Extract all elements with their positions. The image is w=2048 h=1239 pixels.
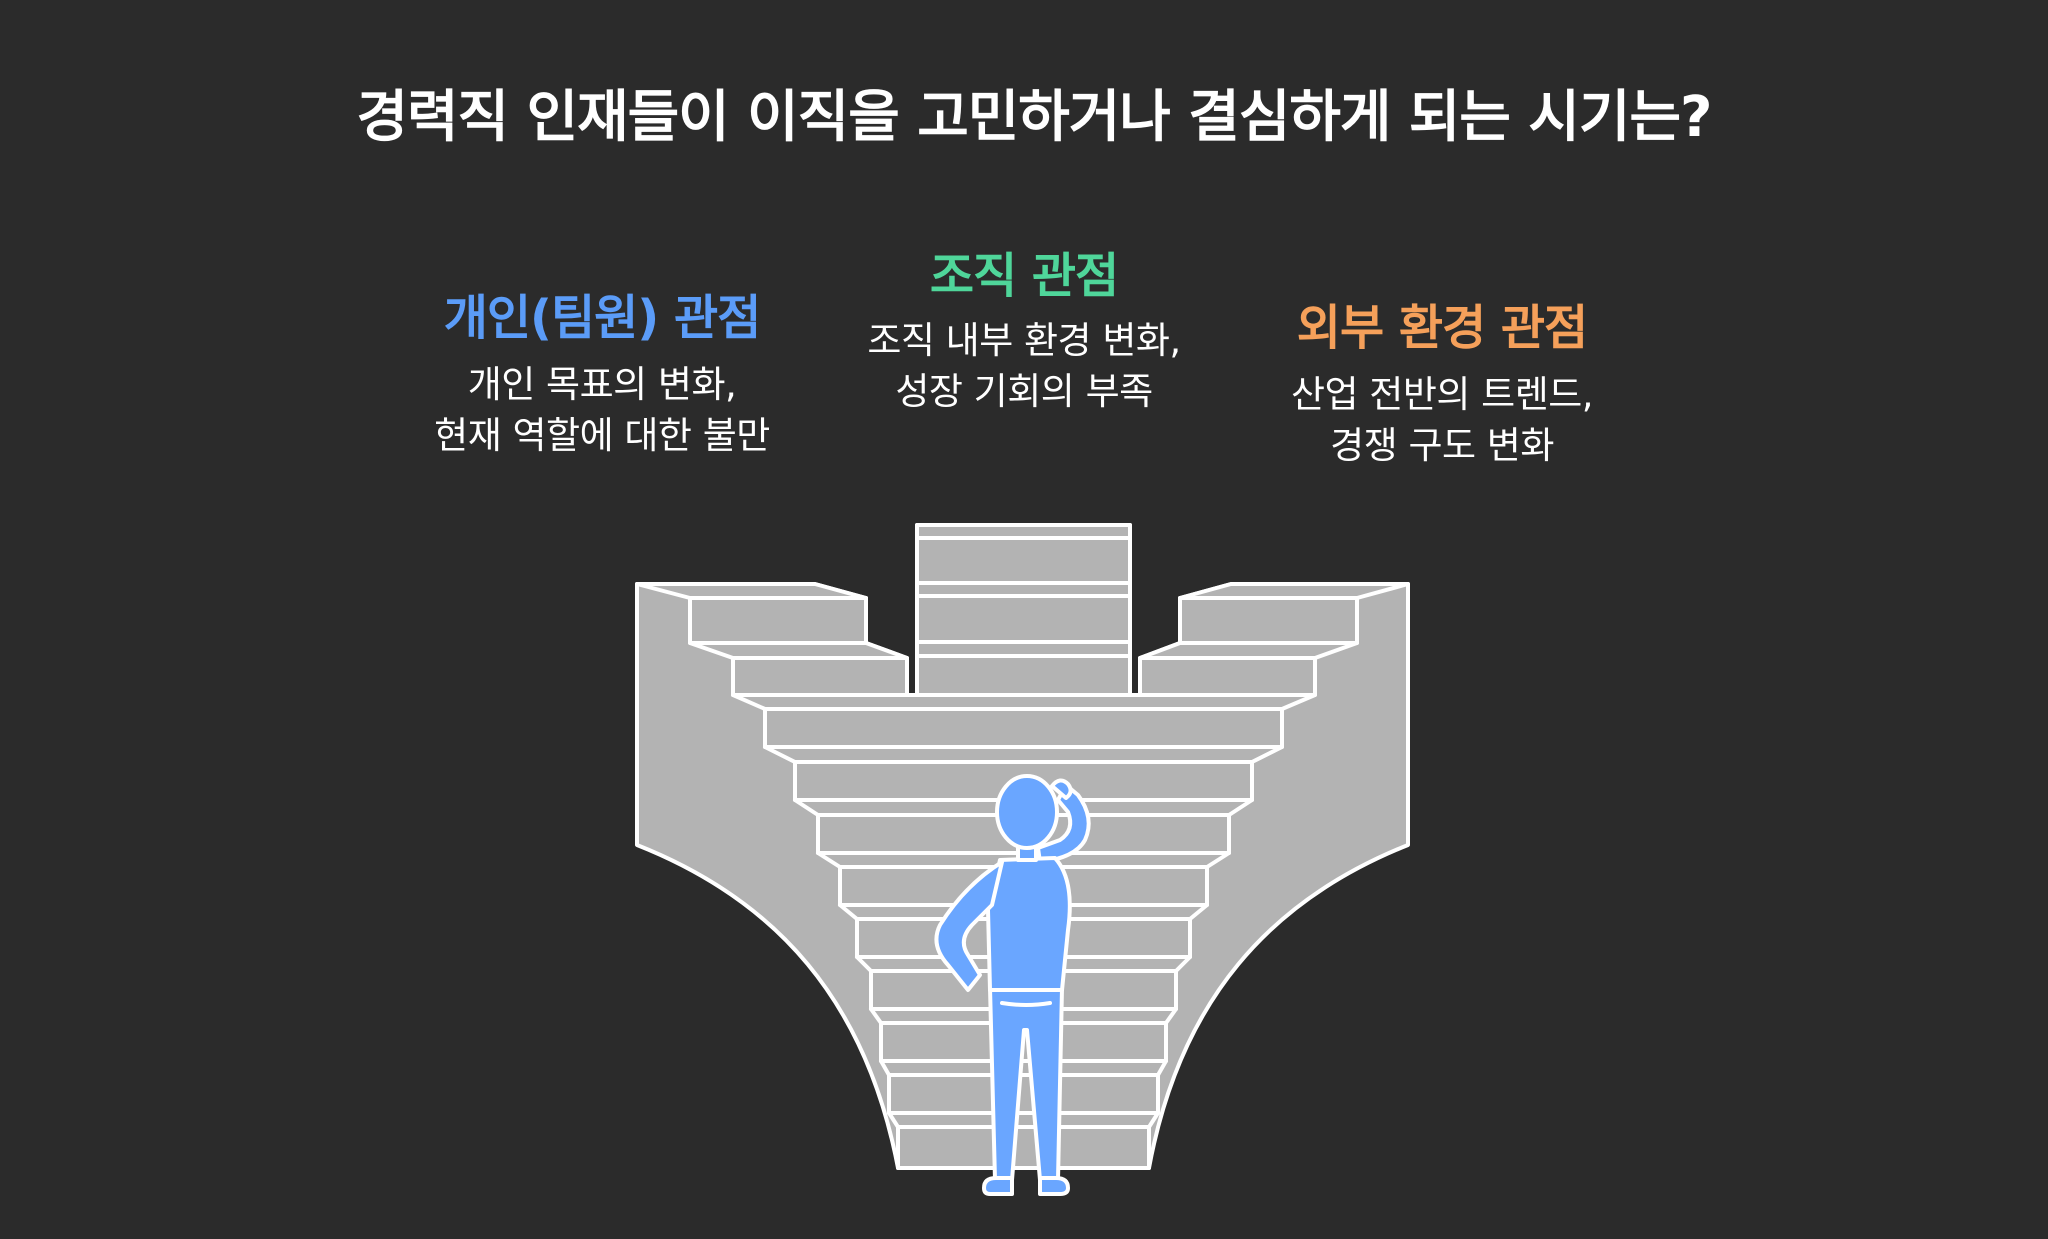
perspective-description: 조직 내부 환경 변화, 성장 기회의 부족 [764,315,1284,417]
perspective-external: 외부 환경 관점 산업 전반의 트렌드, 경쟁 구도 변화 [1182,297,1702,471]
description-line: 개인 목표의 변화, [467,363,737,406]
description-line: 현재 역할에 대한 불만 [434,414,770,457]
perspective-organization: 조직 관점 조직 내부 환경 변화, 성장 기회의 부족 [764,245,1284,417]
perspective-heading: 외부 환경 관점 [1296,300,1588,356]
description-line: 조직 내부 환경 변화, [867,319,1181,362]
description-line: 성장 기회의 부족 [895,370,1153,413]
perspective-description: 개인 목표의 변화, 현재 역할에 대한 불만 [342,359,862,461]
perspective-heading: 조직 관점 [929,248,1119,304]
description-line: 경쟁 구도 변화 [1330,424,1554,467]
thinking-person-icon [934,774,1091,1196]
perspective-heading: 개인(팀원) 관점 [443,290,762,346]
perspective-description: 산업 전반의 트렌드, 경쟁 구도 변화 [1182,369,1702,471]
perspective-personal: 개인(팀원) 관점 개인 목표의 변화, 현재 역할에 대한 불만 [342,287,862,461]
description-line: 산업 전반의 트렌드, [1290,373,1594,416]
page-title: 경력직 인재들이 이직을 고민하거나 결심하게 되는 시기는? [356,85,1713,150]
